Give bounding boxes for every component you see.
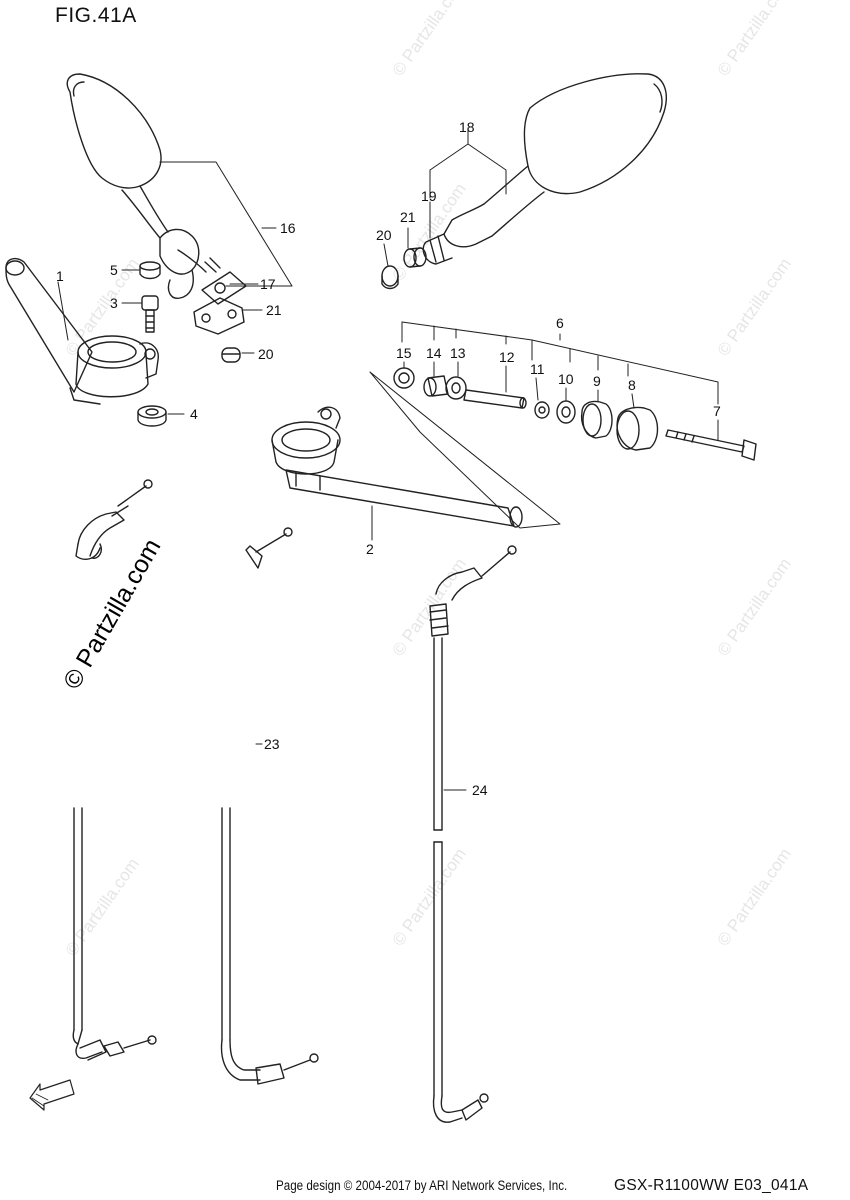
part-21-right	[403, 247, 427, 268]
callout-13: 13	[450, 345, 466, 361]
part-7	[665, 429, 757, 461]
part-3	[141, 295, 159, 333]
callout-8: 8	[628, 377, 636, 393]
model-code: GSX-R1100WW E03_041A	[614, 1177, 809, 1194]
part-21-left	[193, 297, 245, 335]
callout-12: 12	[499, 349, 515, 365]
cable-end-left	[75, 479, 153, 560]
right-mirror	[422, 73, 667, 265]
callout-4: 4	[190, 406, 198, 422]
part-12	[463, 389, 527, 409]
cable-24	[429, 545, 517, 1123]
part-17	[201, 271, 247, 305]
part-8	[616, 406, 659, 451]
part-4	[137, 405, 167, 427]
cable-end-small	[245, 527, 293, 569]
callout-15: 15	[396, 345, 412, 361]
callout-16: 16	[280, 220, 296, 236]
left-mirror	[66, 73, 221, 299]
part-20-left	[221, 347, 241, 363]
callout-14: 14	[426, 345, 442, 361]
footer-credit: Page design © 2004-2017 by ARI Network S…	[276, 1178, 568, 1193]
part-10	[556, 400, 576, 424]
callout-5: 5	[110, 262, 118, 278]
callout-18: 18	[459, 119, 475, 135]
callout-6: 6	[556, 315, 564, 331]
callout-7: 7	[713, 403, 721, 419]
callout-21-right: 21	[400, 209, 416, 225]
part-11	[534, 401, 550, 419]
callout-1: 1	[56, 268, 64, 284]
callout-3: 3	[110, 295, 118, 311]
part-15	[393, 367, 415, 389]
callout-10: 10	[558, 371, 574, 387]
callout-20-right: 20	[376, 227, 392, 243]
callout-19: 19	[421, 188, 437, 204]
callout-labels: 1 2 3 4 5 6 7 8 9 10 11 12 13 14 15 16 1…	[56, 119, 721, 798]
left-handlebar	[5, 257, 159, 405]
right-handlebar	[271, 371, 561, 529]
callout-24: 24	[472, 782, 488, 798]
part-20-right	[381, 265, 399, 290]
callout-9: 9	[593, 373, 601, 389]
fwd-arrow-icon	[29, 1079, 75, 1111]
callout-23: 23	[264, 736, 280, 752]
callout-20-left: 20	[258, 346, 274, 362]
part-5	[139, 261, 161, 280]
callout-17: 17	[260, 276, 276, 292]
callout-11: 11	[530, 361, 545, 377]
part-14	[423, 375, 449, 397]
part-9	[580, 400, 613, 439]
callout-21-left: 21	[266, 302, 282, 318]
callout-2: 2	[366, 541, 374, 557]
figure-title: FIG.41A	[55, 4, 137, 27]
part-13	[445, 376, 467, 400]
cable-23	[72, 807, 319, 1085]
